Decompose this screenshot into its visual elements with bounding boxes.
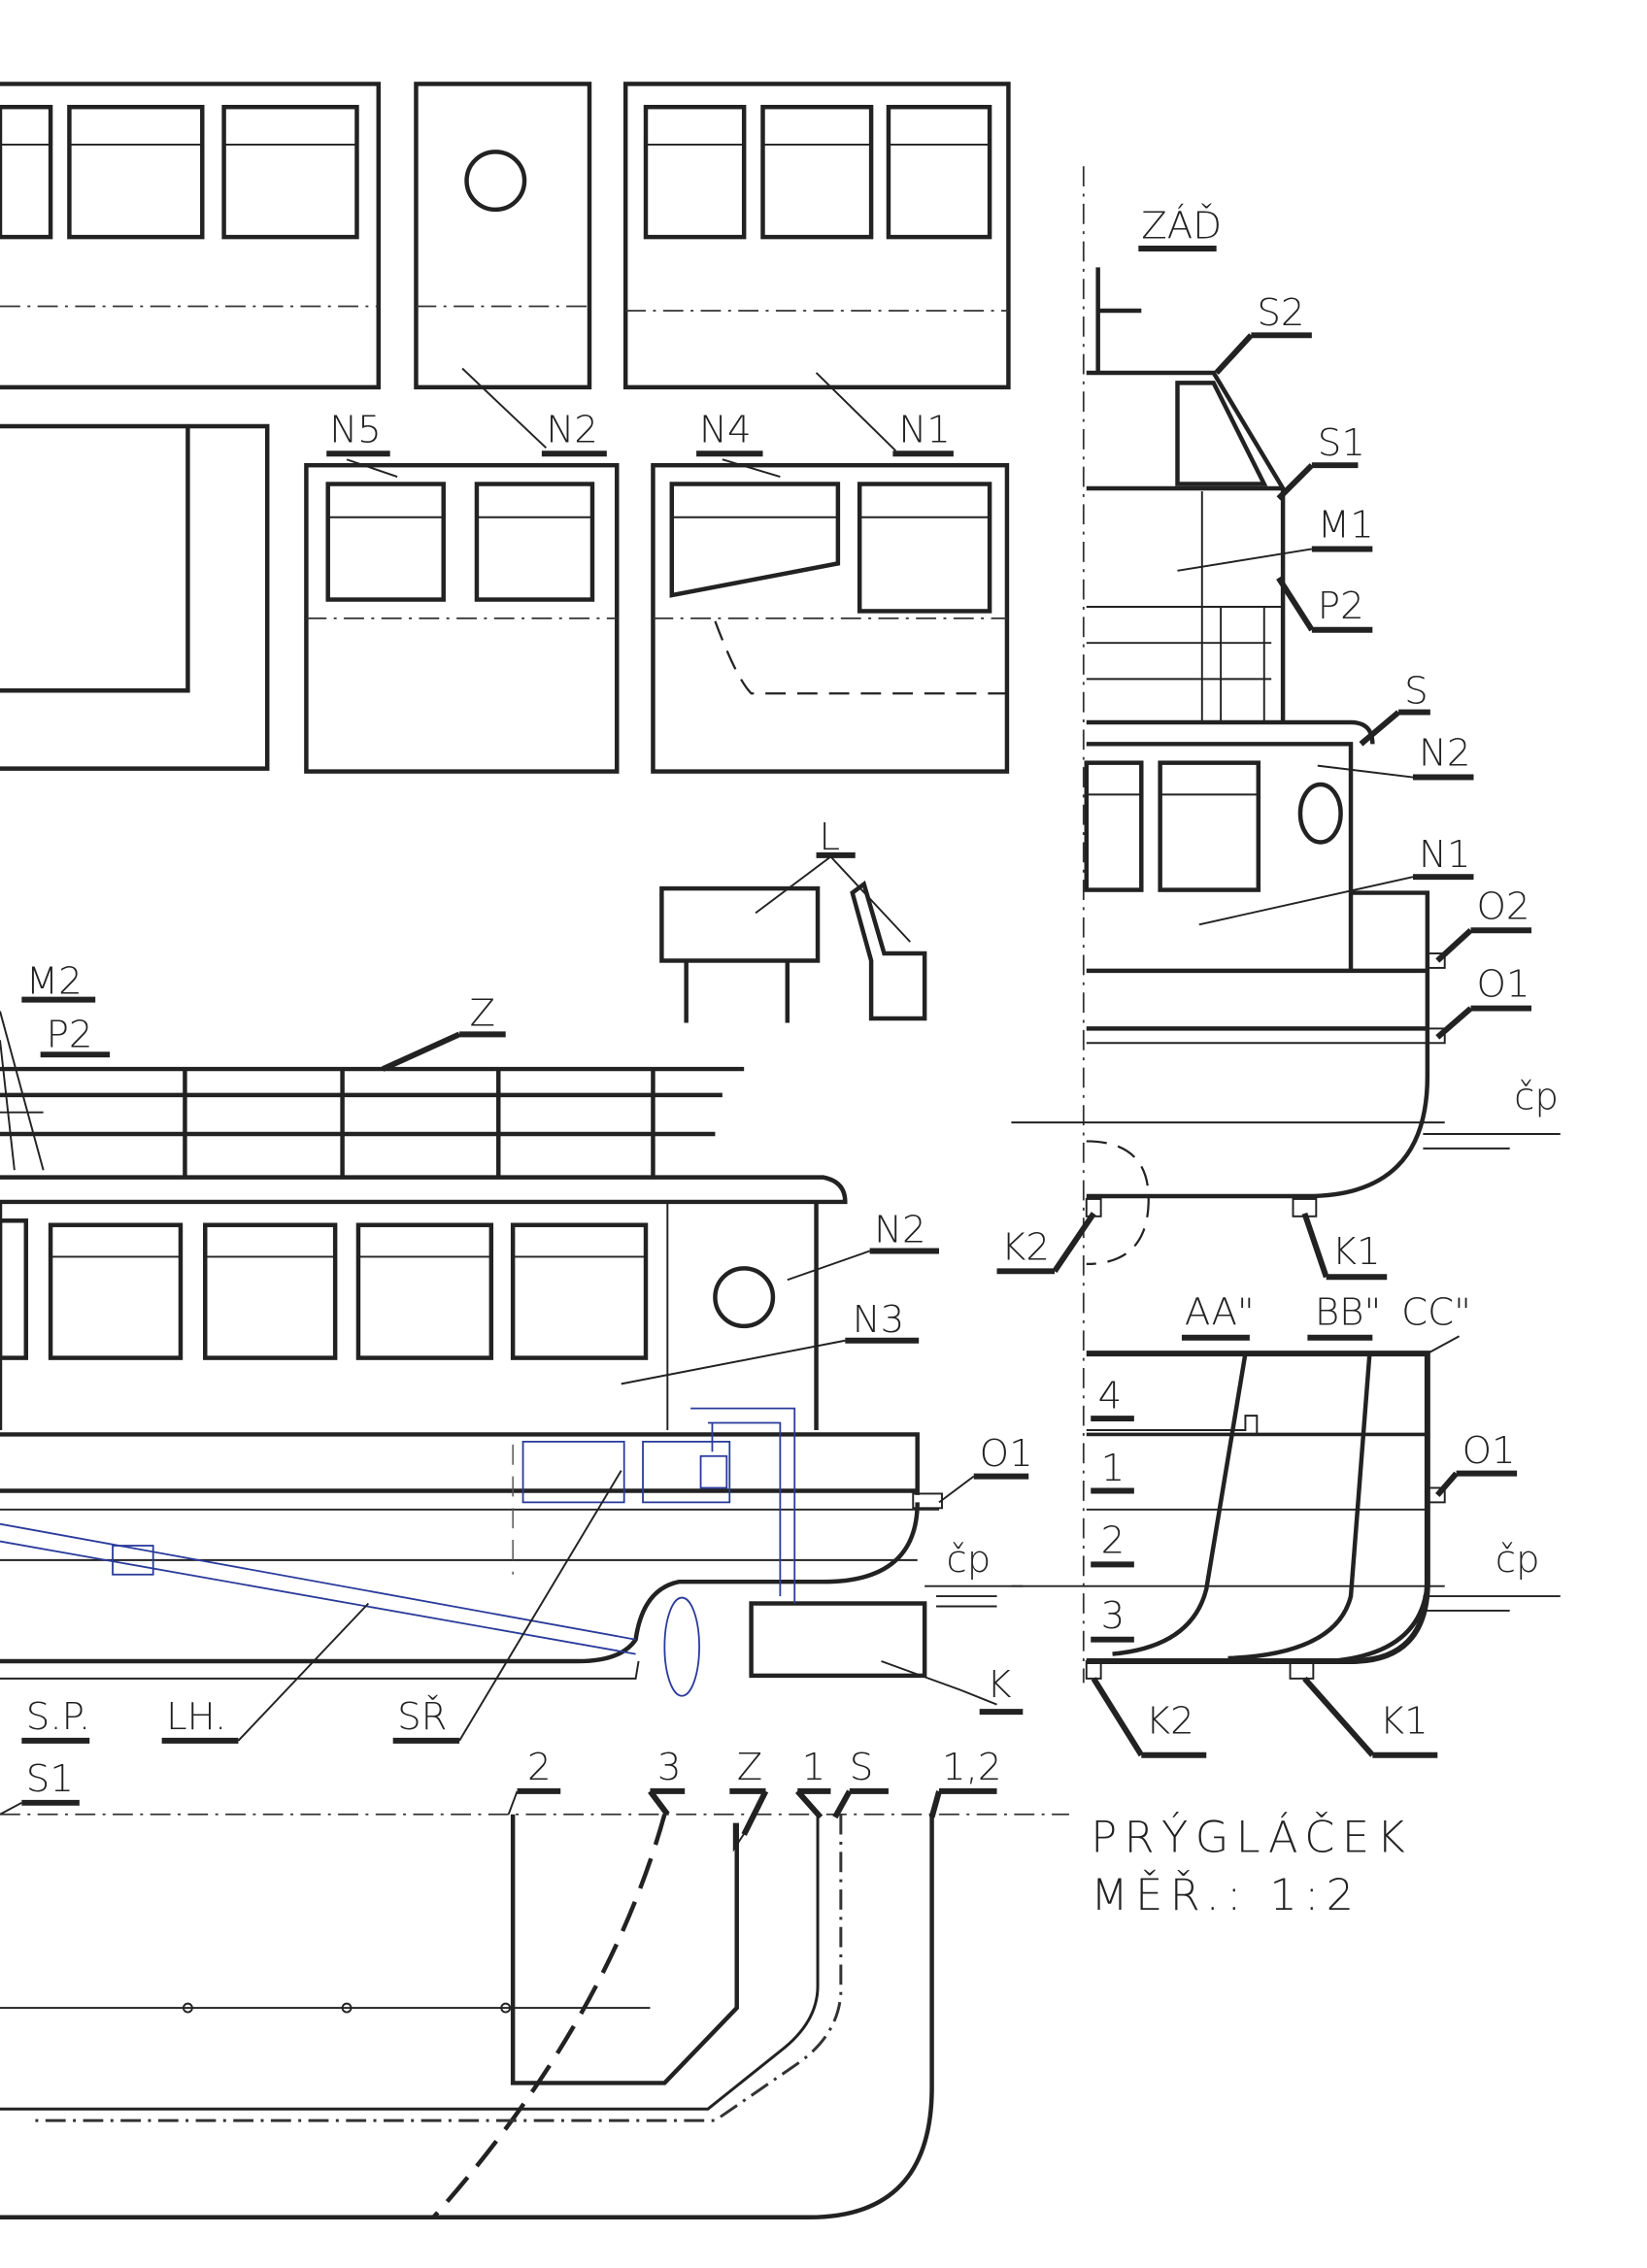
label-o1: O1 (980, 1432, 1033, 1476)
side-view-labels: M2 P2 Z N2 N3 O1 čp K SŘ LH. S.P. S1 (0, 960, 1033, 1816)
label-1: 1 (802, 1746, 826, 1789)
label-n2: N2 (874, 1209, 926, 1252)
label-s: S (850, 1746, 874, 1789)
label-1-2: 1,2 (942, 1746, 1002, 1789)
pencil-annotations (0, 1407, 796, 1697)
frame-1: 1 (1101, 1447, 1126, 1490)
panel-n4 (651, 458, 1010, 774)
frame-2: 2 (1101, 1518, 1126, 1562)
label-o1: O1 (1462, 1429, 1516, 1473)
label-o2: O2 (1476, 884, 1529, 928)
label-s1: S1 (26, 1757, 74, 1801)
label-2: 2 (527, 1746, 552, 1789)
label-n4: N4 (699, 408, 752, 451)
label-zad: ZÁĎ (1141, 203, 1222, 249)
label-p2: P2 (47, 1014, 93, 1057)
label-cp: čp (1496, 1538, 1540, 1582)
plan-view (0, 1813, 1069, 2220)
label-k1: K1 (1332, 1230, 1381, 1274)
label-s: S (1404, 670, 1429, 714)
label-cp: čp (946, 1538, 991, 1582)
label-n2: N2 (1419, 732, 1471, 776)
label-m2: M2 (26, 960, 83, 1004)
frame-4: 4 (1098, 1375, 1123, 1418)
panel-n5 (304, 458, 620, 774)
label-n5: N5 (329, 408, 382, 451)
label-lh: LH. (166, 1695, 226, 1739)
label-z: Z (470, 991, 496, 1035)
label-s2: S2 (1257, 291, 1304, 335)
stern-view (1011, 166, 1561, 1684)
label-cp: čp (1514, 1076, 1559, 1119)
drawing-scale: MĚŘ.: 1:2 (1091, 1869, 1361, 1920)
label-z: Z (737, 1746, 763, 1789)
label-o1: O1 (1476, 963, 1529, 1007)
plan-view-labels: 2 3 Z 1 S 1,2 (507, 1746, 1002, 1836)
label-l: L (820, 816, 841, 859)
label-bb: BB" (1315, 1290, 1381, 1334)
section-view-labels: AA" BB" CC" 4 1 2 3 O1 čp K2 K1 (1091, 1290, 1540, 1758)
frame-3: 3 (1101, 1594, 1126, 1638)
top-panel-n2 (414, 82, 592, 450)
label-n3: N3 (853, 1298, 905, 1342)
label-k1: K1 (1380, 1699, 1429, 1743)
label-3: 3 (657, 1746, 682, 1789)
label-sr: SŘ (397, 1694, 447, 1739)
panel-labels: N5 N2 N4 N1 (326, 408, 954, 457)
drawing-title: PRÝGLÁČEK (1091, 1811, 1412, 1862)
stern-view-labels: ZÁĎ S2 S1 M1 P2 S N2 N1 O2 O1 čp K2 K1 (996, 203, 1559, 1281)
top-panel-left (0, 82, 382, 390)
label-sp: S.P. (26, 1695, 90, 1739)
label-n1: N1 (1419, 833, 1471, 877)
label-s1: S1 (1318, 421, 1365, 465)
side-view-hull (0, 1011, 1024, 1706)
label-cc: CC" (1401, 1290, 1471, 1334)
label-k2: K2 (1001, 1225, 1050, 1269)
label-n2: N2 (546, 408, 598, 451)
label-aa: AA" (1185, 1290, 1255, 1334)
label-n1: N1 (898, 408, 951, 451)
bench-drawing: L (659, 816, 927, 1023)
side-panel-outline (0, 423, 270, 771)
section-view (1011, 1351, 1561, 1680)
label-k2: K2 (1146, 1699, 1194, 1743)
label-k: K (987, 1663, 1011, 1707)
label-m1: M1 (1318, 504, 1374, 548)
label-p2: P2 (1318, 584, 1364, 628)
top-panel-n1 (622, 82, 1011, 451)
